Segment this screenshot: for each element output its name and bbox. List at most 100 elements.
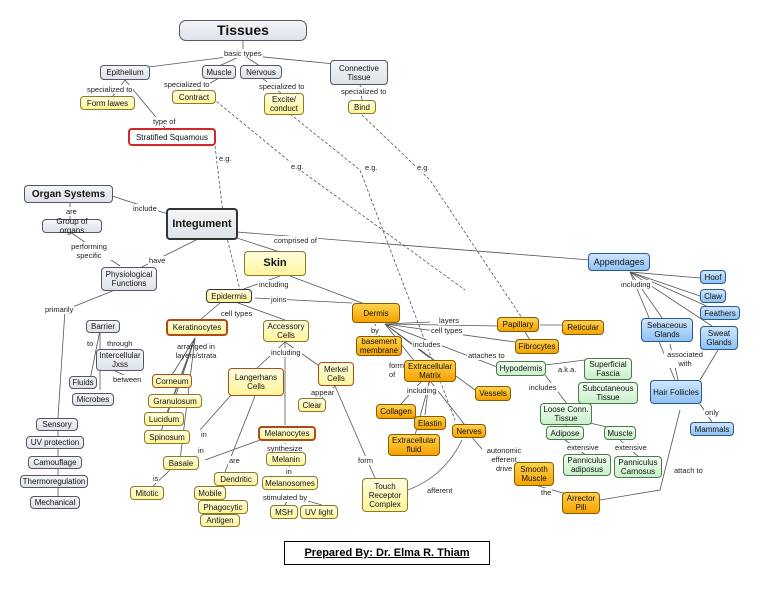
clear-node[interactable]: Clear [298, 398, 326, 412]
mitotic-node[interactable]: Mitotic [130, 486, 164, 500]
label-to: to [86, 339, 95, 348]
label-the: the [540, 488, 553, 497]
hair-follicles-node[interactable]: Hair Follicles [650, 380, 702, 404]
label-joins: joins [270, 295, 288, 304]
label-eg-1: e.g. [218, 154, 233, 163]
fluids-node[interactable]: Fluids [69, 376, 97, 389]
label-includes: includes [412, 340, 442, 349]
basale-node[interactable]: Basale [163, 456, 199, 470]
organ-systems-node[interactable]: Organ Systems [24, 185, 113, 203]
hoof-node[interactable]: Hoof [700, 270, 726, 284]
microbes-node[interactable]: Microbes [72, 393, 114, 406]
label-specialized-to-1: specialized to [86, 85, 134, 94]
label-basic-types: basic types [223, 49, 263, 58]
mechanical-node[interactable]: Mechanical [30, 496, 80, 509]
bind-node[interactable]: Bind [348, 100, 376, 114]
excite-node[interactable]: Excite/ conduct [264, 93, 304, 115]
uv-protection-node[interactable]: UV protection [26, 436, 84, 449]
connective-tissue-node[interactable]: Connective Tissue [330, 60, 388, 85]
sebaceous-glands-node[interactable]: Sebaceous Glands [641, 318, 693, 342]
reticular-node[interactable]: Reticular [562, 320, 604, 335]
langerhans-cells-node[interactable]: Langerhans Cells [228, 368, 284, 396]
adipose-node[interactable]: Adipose [546, 426, 584, 440]
subcutaneous-tissue-node[interactable]: Subcutaneous Tissue [578, 382, 638, 404]
intercellular-jxss-node[interactable]: Intercellular Jxss [96, 349, 144, 371]
feathers-node[interactable]: Feathers [700, 306, 740, 320]
nervous-node[interactable]: Nervous [240, 65, 282, 79]
integument-node[interactable]: Integument [166, 208, 238, 240]
label-appear: appear [310, 388, 336, 397]
panniculus-carnosus-node[interactable]: Panniculus Carnosus [614, 456, 662, 478]
mammals-node[interactable]: Mammals [690, 422, 734, 436]
fibrocytes-node[interactable]: Fibrocytes [515, 339, 559, 354]
appendages-node[interactable]: Appendages [588, 253, 650, 271]
label-in-3: in [285, 467, 293, 476]
epidermis-node[interactable]: Epidermis [206, 289, 252, 303]
spinosum-node[interactable]: Spinosum [144, 430, 190, 444]
label-cell-types-2: cell types [430, 326, 464, 335]
granulosum-node[interactable]: Granulosum [148, 394, 202, 408]
muscle-tissue-node[interactable]: Muscle [202, 65, 236, 79]
stratified-squamous-node[interactable]: Stratified Squamous [128, 128, 216, 146]
accessory-cells-node[interactable]: Accessory Cells [263, 320, 309, 342]
label-including-appendages: including [620, 280, 652, 289]
mobile-node[interactable]: Mobile [194, 486, 226, 500]
sweat-glands-node[interactable]: Sweat Glands [700, 326, 738, 350]
epithelium-node[interactable]: Epithelium [100, 65, 150, 80]
smooth-muscle-node[interactable]: Smooth Muscle [514, 462, 554, 486]
antigen-node[interactable]: Antigen [200, 514, 240, 527]
sensory-node[interactable]: Sensory [36, 418, 78, 431]
melanocytes-node[interactable]: Melanocytes [258, 426, 316, 441]
melanin-node[interactable]: Melanin [266, 452, 306, 466]
label-extensive-2: extensive [614, 443, 648, 452]
nerves-node[interactable]: Nerves [452, 424, 486, 438]
label-cell-types-1: cell types [220, 309, 254, 318]
label-specialized-to-3: specialized to [258, 82, 306, 91]
arrector-pili-node[interactable]: Arrector Pili [562, 492, 600, 514]
label-including-accessory: including [270, 348, 302, 357]
superficial-fascia-node[interactable]: Superficial Fascia [584, 358, 632, 380]
label-stimulated-by: stimulated by [262, 493, 309, 502]
claw-node[interactable]: Claw [700, 289, 726, 303]
tissues-node[interactable]: Tissues [179, 20, 307, 41]
loose-conn-tissue-node[interactable]: Loose Conn. Tissue [540, 403, 592, 425]
camouflage-node[interactable]: Camouflage [28, 456, 82, 469]
phagocytic-node[interactable]: Phagocytic [198, 500, 248, 514]
label-by: by [370, 326, 380, 335]
keratinocytes-node[interactable]: Keratinocytes [166, 319, 228, 336]
uv-light-node[interactable]: UV light [300, 505, 338, 519]
dermis-node[interactable]: Dermis [352, 303, 400, 323]
dendritic-node[interactable]: Dendritic [214, 472, 258, 486]
msh-node[interactable]: MSH [270, 505, 298, 519]
thermoregulation-node[interactable]: Thermoregulation [20, 475, 88, 488]
form-laws-node[interactable]: Form lawes [80, 96, 135, 110]
merkel-cells-node[interactable]: Merkel Cells [318, 362, 354, 386]
label-eg-4: e.g. [416, 163, 431, 172]
label-only: only [704, 408, 720, 417]
label-eg-2: e.g. [290, 162, 305, 171]
panniculus-adiposus-node[interactable]: Panniculus adiposus [563, 454, 611, 476]
group-of-organs-node[interactable]: Group of organs [42, 217, 102, 235]
lucidum-node[interactable]: Lucidum [144, 412, 184, 426]
label-layers: layers [438, 316, 461, 325]
corneum-node[interactable]: Corneum [152, 374, 192, 388]
papillary-node[interactable]: Papillary [497, 317, 539, 332]
contract-node[interactable]: Contract [172, 90, 216, 104]
skin-node[interactable]: Skin [244, 251, 306, 276]
elastin-node[interactable]: Elastin [414, 416, 446, 430]
label-are: are [65, 207, 78, 216]
label-including-ecm: including [406, 386, 438, 395]
extracellular-matrix-node[interactable]: Extracellular Matrix [404, 360, 456, 382]
collagen-node[interactable]: Collagen [376, 404, 416, 419]
physiological-functions-node[interactable]: Physiological Functions [101, 267, 157, 291]
extracellular-fluid-node[interactable]: Extracellular fluid [388, 434, 440, 456]
hypodermis-node[interactable]: Hypodermis [496, 361, 546, 376]
label-synthesize: synthesize [266, 444, 304, 453]
barrier-node[interactable]: Barrier [86, 320, 120, 333]
melanosomes-node[interactable]: Melanosomes [262, 476, 318, 490]
basement-membrane-node[interactable]: basement membrane [356, 336, 402, 356]
label-associated-with: associated with [664, 350, 706, 368]
touch-receptor-complex-node[interactable]: Touch Receptor Complex [362, 478, 408, 512]
vessels-node[interactable]: Vessels [475, 386, 511, 401]
muscle-hypodermis-node[interactable]: Muscle [604, 426, 636, 440]
